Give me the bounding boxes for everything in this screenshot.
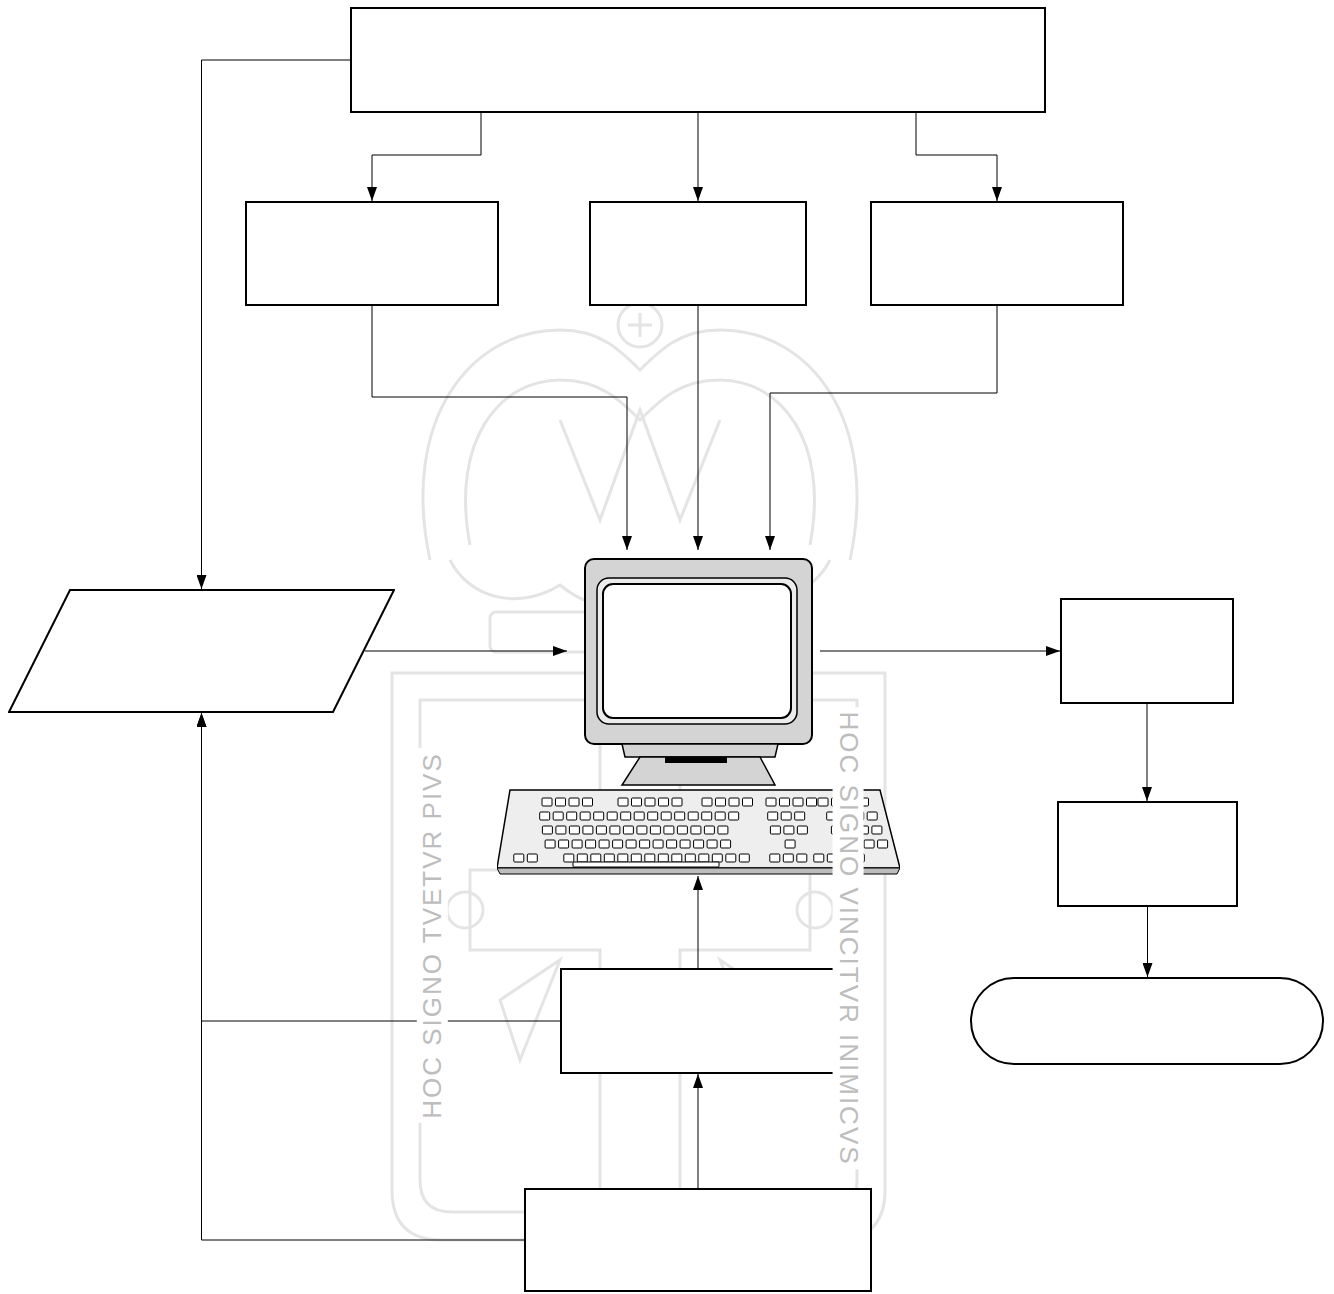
process-box: [560, 968, 836, 1074]
connector-arrow: [365, 651, 567, 652]
connector-arrow: [698, 306, 699, 550]
terminator: [970, 977, 1324, 1065]
process-box: [589, 201, 807, 306]
parallelogram-outline: [8, 589, 395, 713]
process-box: [350, 7, 1046, 113]
process-box: [524, 1188, 872, 1292]
process-box: [1060, 598, 1234, 704]
connector-arrow: [372, 113, 481, 201]
connector-arrow: [698, 1074, 699, 1188]
process-box: [870, 201, 1124, 306]
connector-arrow: [372, 306, 627, 550]
connector-arrow: [1147, 907, 1148, 977]
connector-arrow: [916, 113, 997, 201]
input-parallelogram: [8, 589, 395, 713]
watermark-text: HOC SIGNO TVETVR PIVS: [417, 748, 448, 1123]
connector-arrow: [698, 113, 699, 201]
process-box: [245, 201, 499, 306]
connector-arrow: [202, 713, 525, 1240]
connector-arrow: [698, 876, 699, 968]
connector-arrow: [1147, 704, 1148, 801]
connector-arrow: [202, 60, 351, 589]
process-box: [1057, 801, 1238, 907]
watermark-text: HOC SIGNO VINCITVR INIMICVS: [833, 707, 864, 1169]
connector-arrow: [770, 306, 997, 550]
connector-arrow: [820, 651, 1060, 652]
